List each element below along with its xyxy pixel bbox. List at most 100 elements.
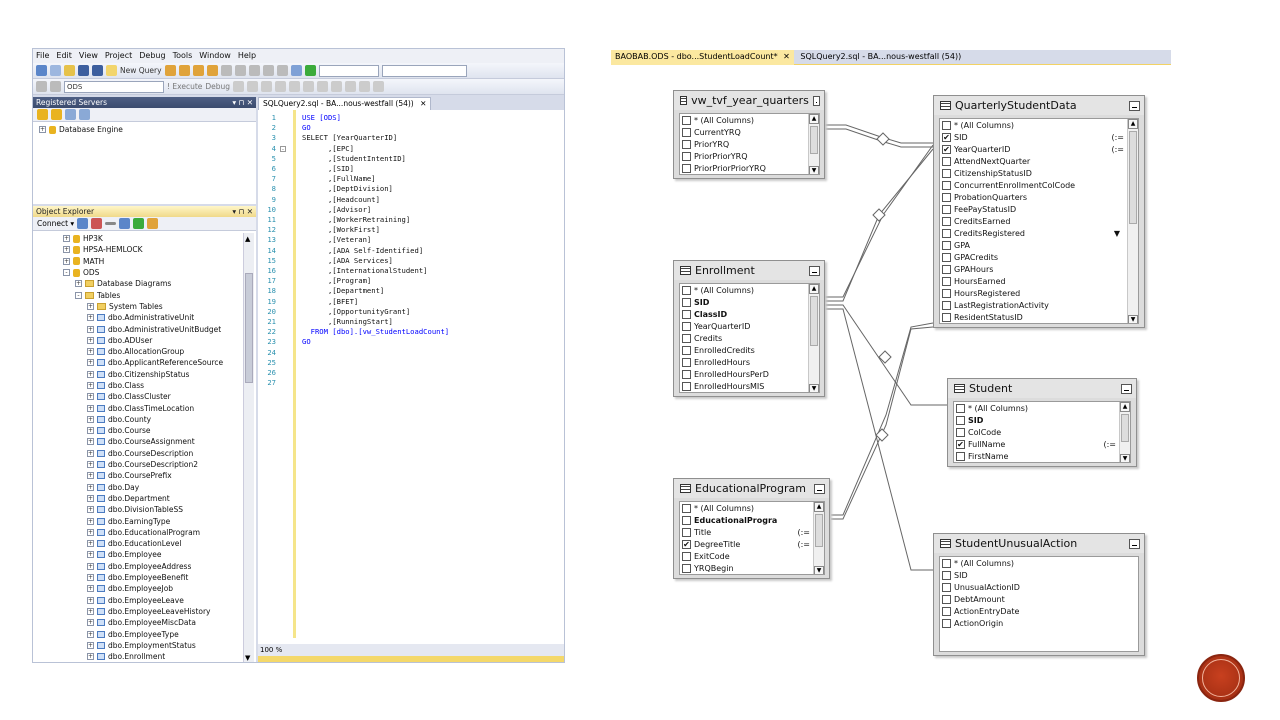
- tree-node[interactable]: -ODS: [63, 267, 243, 278]
- column-checkbox[interactable]: [942, 156, 951, 166]
- minimize-icon[interactable]: [1121, 383, 1132, 394]
- column-row[interactable]: PriorPriorPriorYRQ: [680, 162, 819, 174]
- column-checkbox[interactable]: ✔: [942, 144, 951, 154]
- column-row[interactable]: * (All Columns): [680, 502, 824, 514]
- scroll-up-icon[interactable]: ▲: [809, 284, 819, 294]
- tree-node[interactable]: +dbo.ApplicantReferenceSource: [63, 357, 243, 368]
- tab-view-designer[interactable]: BAOBAB.ODS - dbo...StudentLoadCount* ✕: [611, 50, 794, 65]
- pane-controls[interactable]: ▾ ⊓ ✕: [232, 98, 253, 107]
- scroll-down-icon[interactable]: ▼: [245, 654, 251, 662]
- analysis-query-icon[interactable]: [178, 65, 190, 76]
- expand-icon[interactable]: +: [87, 653, 94, 661]
- tree-node[interactable]: +dbo.CoursePrefix: [63, 470, 243, 481]
- code-line[interactable]: ,[SID]: [302, 164, 354, 174]
- filter-icon[interactable]: [119, 218, 131, 229]
- column-checkbox[interactable]: [682, 333, 691, 343]
- database-combo[interactable]: ODS: [64, 80, 164, 93]
- expand-icon[interactable]: +: [87, 336, 94, 344]
- scroll-down-icon[interactable]: ▼: [1128, 315, 1138, 323]
- table-header[interactable]: Enrollment: [674, 261, 824, 280]
- code-line[interactable]: ,[OpportunityGrant]: [302, 306, 411, 316]
- column-checkbox[interactable]: [956, 427, 965, 437]
- expand-icon[interactable]: +: [87, 302, 94, 310]
- tree-node[interactable]: +dbo.EducationLevel: [63, 538, 243, 549]
- expand-icon[interactable]: +: [87, 415, 94, 423]
- code-line[interactable]: ,[DeptDivision]: [302, 184, 393, 194]
- column-row[interactable]: ✔FullName(:=: [954, 438, 1130, 450]
- column-checkbox[interactable]: [942, 594, 951, 604]
- table-header[interactable]: vw_tvf_year_quarters: [674, 91, 824, 110]
- column-row[interactable]: GPAHours: [940, 263, 1138, 275]
- code-line[interactable]: ,[Headcount]: [302, 194, 380, 204]
- expand-icon[interactable]: +: [87, 596, 94, 604]
- save-all-icon[interactable]: [92, 65, 103, 76]
- scroll-thumb[interactable]: [810, 126, 818, 154]
- tree-node-database-engine[interactable]: + Database Engine: [39, 124, 250, 135]
- connect-dropdown[interactable]: Connect ▾: [37, 219, 75, 228]
- expand-icon[interactable]: +: [87, 562, 94, 570]
- tree-node[interactable]: +dbo.CourseAssignment: [63, 436, 243, 447]
- code-line[interactable]: GO: [302, 123, 311, 133]
- tree-node[interactable]: +dbo.EmployeeJob: [63, 583, 243, 594]
- tree-node[interactable]: +HPSA-HEMLOCK: [63, 244, 243, 255]
- expand-icon[interactable]: +: [87, 359, 94, 367]
- expand-icon[interactable]: +: [87, 483, 94, 491]
- stop-icon[interactable]: [233, 81, 245, 92]
- object-explorer-scrollbar[interactable]: ▲ ▼: [243, 233, 254, 662]
- tree-node[interactable]: +dbo.EmployeeLeave: [63, 595, 243, 606]
- expand-icon[interactable]: +: [87, 370, 94, 378]
- tree-node[interactable]: +dbo.EmployeeLeaveHistory: [63, 606, 243, 617]
- disconnect-icon[interactable]: [91, 218, 103, 229]
- uncomment-icon[interactable]: [331, 81, 343, 92]
- scroll-thumb[interactable]: [810, 296, 818, 346]
- tree-node[interactable]: +dbo.EducationalProgram: [63, 527, 243, 538]
- stop-icon[interactable]: [105, 222, 117, 225]
- solution-config-combo[interactable]: [318, 64, 379, 77]
- expand-icon[interactable]: +: [87, 449, 94, 457]
- column-scrollbar[interactable]: ▲▼: [813, 502, 824, 574]
- column-row[interactable]: EnrolledHoursMIS: [680, 380, 819, 392]
- minimize-icon[interactable]: [1129, 538, 1140, 549]
- indent-icon[interactable]: [345, 81, 357, 92]
- results-file-icon[interactable]: [303, 81, 315, 92]
- column-row[interactable]: YearQuarterID: [680, 320, 819, 332]
- comment-icon[interactable]: [317, 81, 329, 92]
- tree-node[interactable]: +dbo.CourseDescription2: [63, 459, 243, 470]
- paste-icon[interactable]: [248, 65, 260, 76]
- column-scrollbar[interactable]: ▲▼: [808, 114, 819, 174]
- scroll-down-icon[interactable]: ▼: [809, 384, 819, 392]
- display-plan-icon[interactable]: [261, 81, 273, 92]
- column-row[interactable]: EnrolledCredits: [680, 344, 819, 356]
- column-checkbox[interactable]: [942, 312, 951, 322]
- scroll-thumb[interactable]: [1121, 414, 1129, 442]
- column-checkbox[interactable]: [942, 216, 951, 226]
- pane-controls[interactable]: ▾ ⊓ ✕: [232, 207, 253, 216]
- column-checkbox[interactable]: [682, 563, 691, 573]
- column-row[interactable]: SID: [940, 569, 1138, 581]
- column-checkbox[interactable]: [942, 570, 951, 580]
- code-line[interactable]: USE [ODS]: [302, 113, 341, 122]
- expand-icon[interactable]: +: [87, 506, 94, 514]
- minimize-icon[interactable]: [812, 95, 820, 106]
- zoom-level[interactable]: 100 %: [260, 646, 283, 654]
- expand-icon[interactable]: +: [87, 438, 94, 446]
- code-line[interactable]: ,[FullName]: [302, 174, 376, 184]
- xmla-query-icon[interactable]: [206, 65, 218, 76]
- column-checkbox[interactable]: [956, 403, 965, 413]
- integration-services-icon[interactable]: [79, 109, 90, 120]
- column-checkbox[interactable]: ✔: [956, 439, 965, 449]
- query-options-icon[interactable]: [275, 81, 287, 92]
- menu-item-edit[interactable]: Edit: [56, 51, 72, 60]
- column-checkbox[interactable]: [942, 618, 951, 628]
- undo-icon[interactable]: [262, 65, 274, 76]
- column-row[interactable]: ActionOrigin: [940, 617, 1138, 629]
- tree-node[interactable]: +System Tables: [63, 301, 243, 312]
- column-row[interactable]: HoursEarned: [940, 275, 1138, 287]
- close-icon[interactable]: ✕: [783, 52, 790, 61]
- collapse-icon[interactable]: -: [63, 269, 70, 277]
- redo-icon[interactable]: [276, 65, 288, 76]
- table-edu[interactable]: EducationalProgram* (All Columns)Educati…: [673, 478, 830, 579]
